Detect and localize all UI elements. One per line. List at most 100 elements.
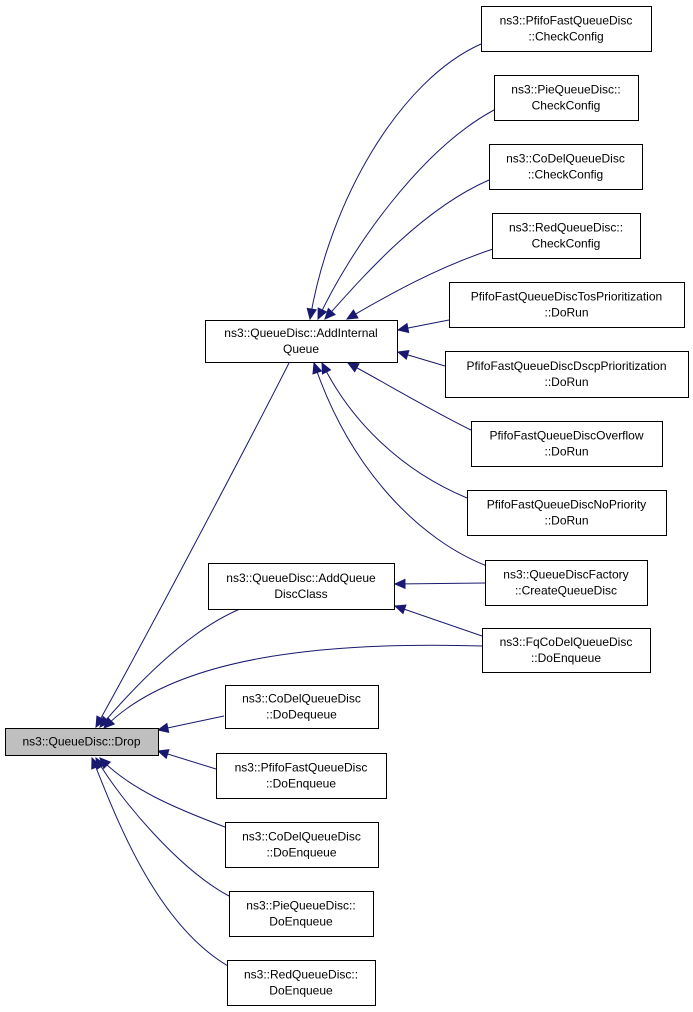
node-codelDeq-label-1: ::DoDequeue xyxy=(266,708,337,722)
node-overflowRun-box xyxy=(471,421,663,467)
edge-pfifoCheck-addInternal xyxy=(309,43,482,320)
edge-addQueueDisc-drop xyxy=(99,608,241,728)
node-overflowRun-label-0: PfifoFastQueueDiscOverflow xyxy=(489,429,643,443)
node-codelCheck-box xyxy=(489,144,643,190)
node-overflowRun[interactable]: PfifoFastQueueDiscOverflow::DoRun xyxy=(471,421,663,467)
edge-fqEnq-addQueueDisc-arrowhead xyxy=(393,604,407,615)
node-codelCheck-label-1: ::CheckConfig xyxy=(528,168,603,182)
edge-factory-addQueueDisc-arrowhead xyxy=(393,578,406,590)
node-codelEnq-box xyxy=(225,822,379,868)
node-redEnq-label-0: ns3::RedQueueDisc:: xyxy=(244,968,358,982)
node-addQueueDisc-label-1: DiscClass xyxy=(274,587,327,601)
edge-addInternal-drop-arrowhead xyxy=(95,715,106,729)
node-noPrioRun[interactable]: PfifoFastQueueDiscNoPriority::DoRun xyxy=(467,490,667,536)
node-redCheck-box xyxy=(492,213,641,259)
edge-dscpRun-addInternal-arrowhead xyxy=(396,349,410,361)
edge-redCheck-addInternal-arrowhead xyxy=(345,309,359,320)
edge-overflowRun-addInternal xyxy=(347,362,472,431)
node-redCheck[interactable]: ns3::RedQueueDisc::CheckConfig xyxy=(492,213,641,259)
edge-fqEnq-drop-arrowhead xyxy=(103,716,116,729)
node-addInternal-box xyxy=(205,320,398,363)
node-fqEnq-label-1: ::DoEnqueue xyxy=(531,651,601,665)
edge-redCheck-addInternal xyxy=(346,248,494,320)
node-tosRun-label-0: PfifoFastQueueDiscTosPrioritization xyxy=(471,290,662,304)
node-codelCheck[interactable]: ns3::CoDelQueueDisc::CheckConfig xyxy=(489,144,643,190)
edge-codelCheck-addInternal-arrowhead xyxy=(324,307,336,320)
node-pfifoCheck-label-1: ::CheckConfig xyxy=(528,30,603,44)
node-noPrioRun-box xyxy=(467,490,667,536)
node-factory-label-1: ::CreateQueueDisc xyxy=(515,584,617,598)
edge-codelCheck-addInternal xyxy=(324,179,490,320)
node-codelDeq-box xyxy=(225,685,379,729)
edge-pfifoCheck-addInternal-arrowhead xyxy=(306,307,317,321)
node-pfifoCheck-label-0: ns3::PfifoFastQueueDisc xyxy=(500,14,633,28)
node-noPrioRun-label-0: PfifoFastQueueDiscNoPriority xyxy=(487,498,646,512)
node-pieEnq[interactable]: ns3::PieQueueDisc::DoEnqueue xyxy=(229,891,374,937)
edge-addInternal-drop xyxy=(95,362,290,728)
node-codelCheck-label-0: ns3::CoDelQueueDisc xyxy=(506,152,625,166)
nodes-layer: ns3::QueueDisc::Drop ns3::QueueDisc::AddI… xyxy=(5,6,689,1006)
node-factory-box xyxy=(485,560,648,606)
node-pfifoCheck[interactable]: ns3::PfifoFastQueueDisc::CheckConfig xyxy=(481,6,652,52)
node-fqEnq[interactable]: ns3::FqCoDelQueueDisc::DoEnqueue xyxy=(482,628,651,673)
node-addInternal-label-1: Queue xyxy=(283,342,319,356)
node-pieEnq-label-0: ns3::PieQueueDisc:: xyxy=(246,899,355,913)
node-pfifoCheck-box xyxy=(481,6,652,52)
edge-noPrioRun-addInternal-arrowhead xyxy=(321,361,332,375)
node-pieCheck-label-1: CheckConfig xyxy=(532,99,601,113)
node-pfifoEnq[interactable]: ns3::PfifoFastQueueDisc::DoEnqueue xyxy=(216,753,387,799)
node-dscpRun-label-1: ::DoRun xyxy=(544,375,588,389)
node-pieEnq-label-1: DoEnqueue xyxy=(269,915,333,929)
edge-pfifoEnq-drop-arrowhead xyxy=(156,749,170,760)
node-noPrioRun-label-1: ::DoRun xyxy=(544,514,588,528)
edge-tosRun-addInternal-arrowhead xyxy=(396,322,410,334)
node-drop[interactable]: ns3::QueueDisc::Drop xyxy=(5,728,159,756)
node-factory[interactable]: ns3::QueueDiscFactory::CreateQueueDisc xyxy=(485,560,648,606)
node-redEnq-label-1: DoEnqueue xyxy=(269,984,333,998)
edge-codelDeq-drop xyxy=(157,715,225,731)
edge-overflowRun-addInternal-arrowhead xyxy=(346,362,360,373)
edge-pieCheck-addInternal xyxy=(317,109,495,320)
node-pfifoEnq-box xyxy=(216,753,387,799)
edge-factory-addQueueDisc xyxy=(394,582,486,585)
node-codelDeq[interactable]: ns3::CoDelQueueDisc::DoDequeue xyxy=(225,685,379,729)
node-fqEnq-box xyxy=(482,628,651,673)
edge-fqEnq-drop xyxy=(103,644,484,729)
node-redEnq-box xyxy=(227,960,376,1006)
node-pfifoEnq-label-1: ::DoEnqueue xyxy=(266,777,336,791)
node-codelEnq[interactable]: ns3::CoDelQueueDisc::DoEnqueue xyxy=(225,822,379,868)
node-pieCheck-box xyxy=(494,75,639,121)
edge-factory-addInternal xyxy=(313,362,488,567)
node-tosRun[interactable]: PfifoFastQueueDiscTosPrioritization::DoR… xyxy=(449,282,685,328)
edge-redEnq-drop-arrowhead xyxy=(91,756,101,770)
node-tosRun-box xyxy=(449,282,685,328)
node-codelEnq-label-0: ns3::CoDelQueueDisc xyxy=(242,830,361,844)
node-tosRun-label-1: ::DoRun xyxy=(544,306,588,320)
edge-codelEnq-drop xyxy=(99,757,226,828)
node-codelDeq-label-0: ns3::CoDelQueueDisc xyxy=(242,692,361,706)
edge-pieCheck-addInternal-arrowhead xyxy=(317,307,328,321)
node-drop-box xyxy=(5,728,159,756)
node-dscpRun[interactable]: PfifoFastQueueDiscDscpPrioritization::Do… xyxy=(445,351,689,398)
node-addQueueDisc-label-0: ns3::QueueDisc::AddQueue xyxy=(226,571,376,585)
node-fqEnq-label-0: ns3::FqCoDelQueueDisc xyxy=(500,635,633,649)
edge-codelDeq-drop-arrowhead xyxy=(156,722,170,733)
node-addQueueDisc-box xyxy=(208,563,395,610)
node-redEnq[interactable]: ns3::RedQueueDisc::DoEnqueue xyxy=(227,960,376,1006)
node-drop-label-0: ns3::QueueDisc::Drop xyxy=(22,735,140,749)
edges-layer xyxy=(91,43,495,967)
node-pieCheck-label-0: ns3::PieQueueDisc:: xyxy=(511,83,620,97)
node-dscpRun-label-0: PfifoFastQueueDiscDscpPrioritization xyxy=(466,359,666,373)
node-dscpRun-box xyxy=(445,351,689,398)
node-pieCheck[interactable]: ns3::PieQueueDisc::CheckConfig xyxy=(494,75,639,121)
edge-redEnq-drop xyxy=(91,757,229,967)
edge-noPrioRun-addInternal xyxy=(321,362,468,499)
node-codelEnq-label-1: ::DoEnqueue xyxy=(266,846,336,860)
edge-factory-addInternal-arrowhead xyxy=(312,361,323,375)
edge-pieEnq-drop xyxy=(95,757,230,897)
node-redCheck-label-0: ns3::RedQueueDisc:: xyxy=(509,221,623,235)
edge-fqEnq-addQueueDisc xyxy=(394,605,483,637)
